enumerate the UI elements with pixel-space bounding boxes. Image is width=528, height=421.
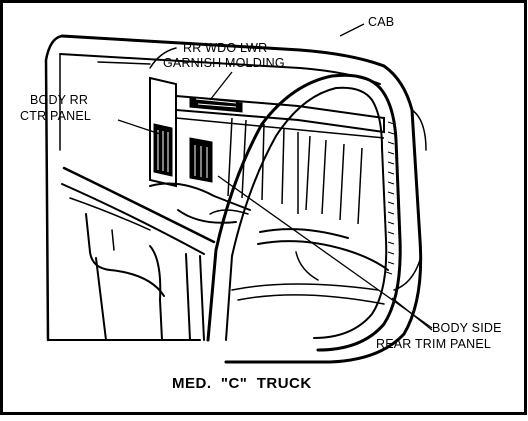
label-body-rr-line1: BODY RR	[30, 93, 88, 107]
leader-body-side-2	[391, 297, 433, 331]
label-body-rr-line2: CTR PANEL	[20, 109, 91, 123]
body-rr-ctr-panel	[149, 76, 213, 188]
leader-body-rr	[117, 119, 161, 135]
left-body-side	[44, 34, 216, 342]
leader-lines	[117, 23, 433, 331]
body-side-rear-trim-panel	[385, 121, 395, 275]
leader-body-side	[217, 175, 433, 329]
label-rr-wdo-line2: GARNISH MOLDING	[163, 56, 285, 70]
door-opening-frame	[206, 64, 427, 364]
label-body-side-line2: REAR TRIM PANEL	[376, 337, 491, 351]
label-rr-wdo-line1: RR WDO LWR	[183, 41, 267, 55]
leader-rr-wdo	[209, 71, 233, 101]
label-body-side-line1: BODY SIDE	[432, 321, 502, 335]
leader-cab	[339, 23, 365, 37]
label-cab: CAB	[368, 15, 394, 29]
figure-caption: MED. "C" TRUCK	[172, 375, 312, 392]
